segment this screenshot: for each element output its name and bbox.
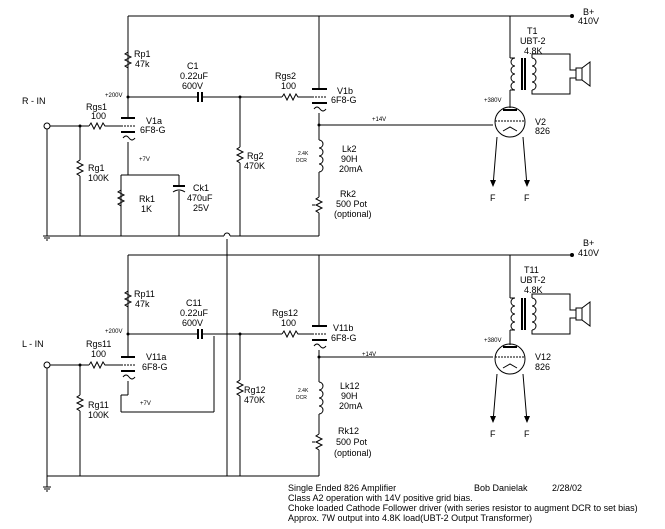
rgs11-value: 100 [91, 349, 106, 359]
rgs2-value: 100 [281, 81, 296, 91]
filament-label-1: F [490, 429, 496, 439]
bplus-label-top: B+ [583, 7, 594, 17]
v11b-name: V11b [333, 323, 353, 333]
rgs1-value: 100 [91, 111, 106, 121]
lk12-name: Lk12 [340, 381, 360, 391]
rp1-value: 47k [135, 59, 150, 69]
c1-rating: 600V [182, 81, 203, 91]
t1-value: 4.8K [524, 46, 543, 56]
dcr-value-label: 2.4K [298, 151, 309, 157]
t11-value: 4.8K [524, 285, 543, 295]
v12-tube-icon [494, 343, 526, 375]
ck1-value: 470uF [187, 193, 213, 203]
rgs2-name: Rgs2 [275, 71, 296, 81]
bplus-voltage-bottom: 410V [578, 248, 599, 258]
v7-label: +7V [139, 157, 150, 163]
notes-block: Single Ended 826 Amplifier Bob Danielak … [288, 483, 638, 523]
rg1-name: Rg1 [88, 163, 105, 173]
t1-name: T1 [527, 26, 538, 36]
rp1-name: Rp1 [134, 49, 151, 59]
rk1-value: 1K [141, 204, 152, 214]
speaker-icon [581, 301, 591, 327]
dcr-value-label: 2.4K [298, 388, 309, 394]
rg12-value: 470K [244, 395, 265, 405]
v1b-name: V1b [337, 86, 353, 96]
lk2-current: 20mA [339, 164, 363, 174]
rgs12-name: Rgs12 [272, 308, 298, 318]
rk2-note: (optional) [334, 209, 372, 219]
v2-tube-icon [494, 106, 526, 138]
bplus-voltage-top: 410V [578, 16, 599, 26]
v14-label: +14V [362, 352, 376, 358]
ck1-name: Ck1 [193, 183, 209, 193]
input-jack-icon [43, 361, 51, 369]
rk12-value: 500 Pot [336, 437, 368, 447]
v1b-type: 6F8-G [331, 95, 357, 105]
rgs1-name: Rgs1 [86, 102, 107, 112]
t11-type: UBT-2 [520, 275, 546, 285]
v11a-name: V11a [146, 352, 166, 362]
c11-rating: 600V [182, 318, 203, 328]
c11-name: C11 [186, 298, 202, 308]
rk2-name: Rk2 [340, 189, 356, 199]
v11a-type: 6F8-G [142, 362, 168, 372]
v200-label: +200V [105, 329, 123, 335]
v1a-type: 6F8-G [140, 125, 166, 135]
rgs11-name: Rgs11 [86, 339, 111, 349]
v14-label: +14V [372, 117, 386, 123]
rp11-name: Rp11 [134, 289, 155, 299]
v1a-name: V1a [146, 116, 162, 126]
rp11-value: 47k [135, 299, 150, 309]
lk2-value: 90H [341, 154, 358, 164]
notes-title: Single Ended 826 Amplifier [288, 483, 396, 493]
rg11-name: Rg11 [88, 400, 109, 410]
notes-line-1: Class A2 operation with 14V positive gri… [288, 493, 473, 503]
v380-label: +380V [484, 98, 502, 104]
input-label-r: R - IN [22, 96, 46, 106]
v200-label: +200V [105, 93, 123, 99]
filament-label-1: F [490, 193, 496, 203]
rg2-value: 470K [244, 161, 265, 171]
rgs12-value: 100 [281, 318, 296, 328]
c1-name: C1 [187, 61, 199, 71]
v2-name: V2 [535, 117, 546, 127]
rg2-name: Rg2 [247, 151, 264, 161]
right-channel: B+ 410V R - IN Rgs1 100 Rg1 100K V1a 6F8… [22, 7, 599, 241]
input-jack-icon [43, 122, 51, 130]
c11-value: 0.22uF [180, 308, 209, 318]
lk12-current: 20mA [339, 401, 363, 411]
dcr-label: DCR [296, 158, 307, 164]
ck1-rating: 25V [193, 203, 209, 213]
lk12-value: 90H [341, 391, 358, 401]
rk2-value: 500 Pot [336, 199, 368, 209]
filament-label-2: F [524, 193, 530, 203]
rg12-name: Rg12 [244, 385, 266, 395]
notes-line-3: Approx. 7W output into 4.8K load(UBT-2 O… [288, 513, 532, 523]
t1-type: UBT-2 [520, 36, 546, 46]
v11b-type: 6F8-G [331, 333, 357, 343]
c1-value: 0.22uF [180, 71, 209, 81]
rg11-value: 100K [88, 410, 109, 420]
notes-line-2: Choke loaded Cathode Follower driver (wi… [288, 503, 638, 513]
notes-author: Bob Danielak [474, 483, 528, 493]
v380-label: +380V [484, 338, 502, 344]
input-label-l: L - IN [22, 339, 44, 349]
left-channel: B+ 410V L - IN Rgs11 100 Rg11 100K V11a … [22, 238, 599, 492]
v12-type: 826 [535, 362, 550, 372]
rg1-value: 100K [88, 173, 109, 183]
rk1-name: Rk1 [139, 194, 155, 204]
v12-name: V12 [535, 352, 551, 362]
dcr-label: DCR [296, 395, 307, 401]
speaker-icon [581, 61, 591, 87]
bplus-label-bottom: B+ [583, 238, 594, 248]
rk12-name: Rk12 [338, 426, 359, 436]
rk12-note: (optional) [334, 448, 372, 458]
v2-type: 826 [535, 126, 550, 136]
filament-label-2: F [524, 429, 530, 439]
lk2-name: Lk2 [342, 144, 357, 154]
notes-date: 2/28/02 [552, 483, 582, 493]
v7-label: +7V [140, 401, 151, 407]
t11-name: T11 [524, 265, 539, 275]
